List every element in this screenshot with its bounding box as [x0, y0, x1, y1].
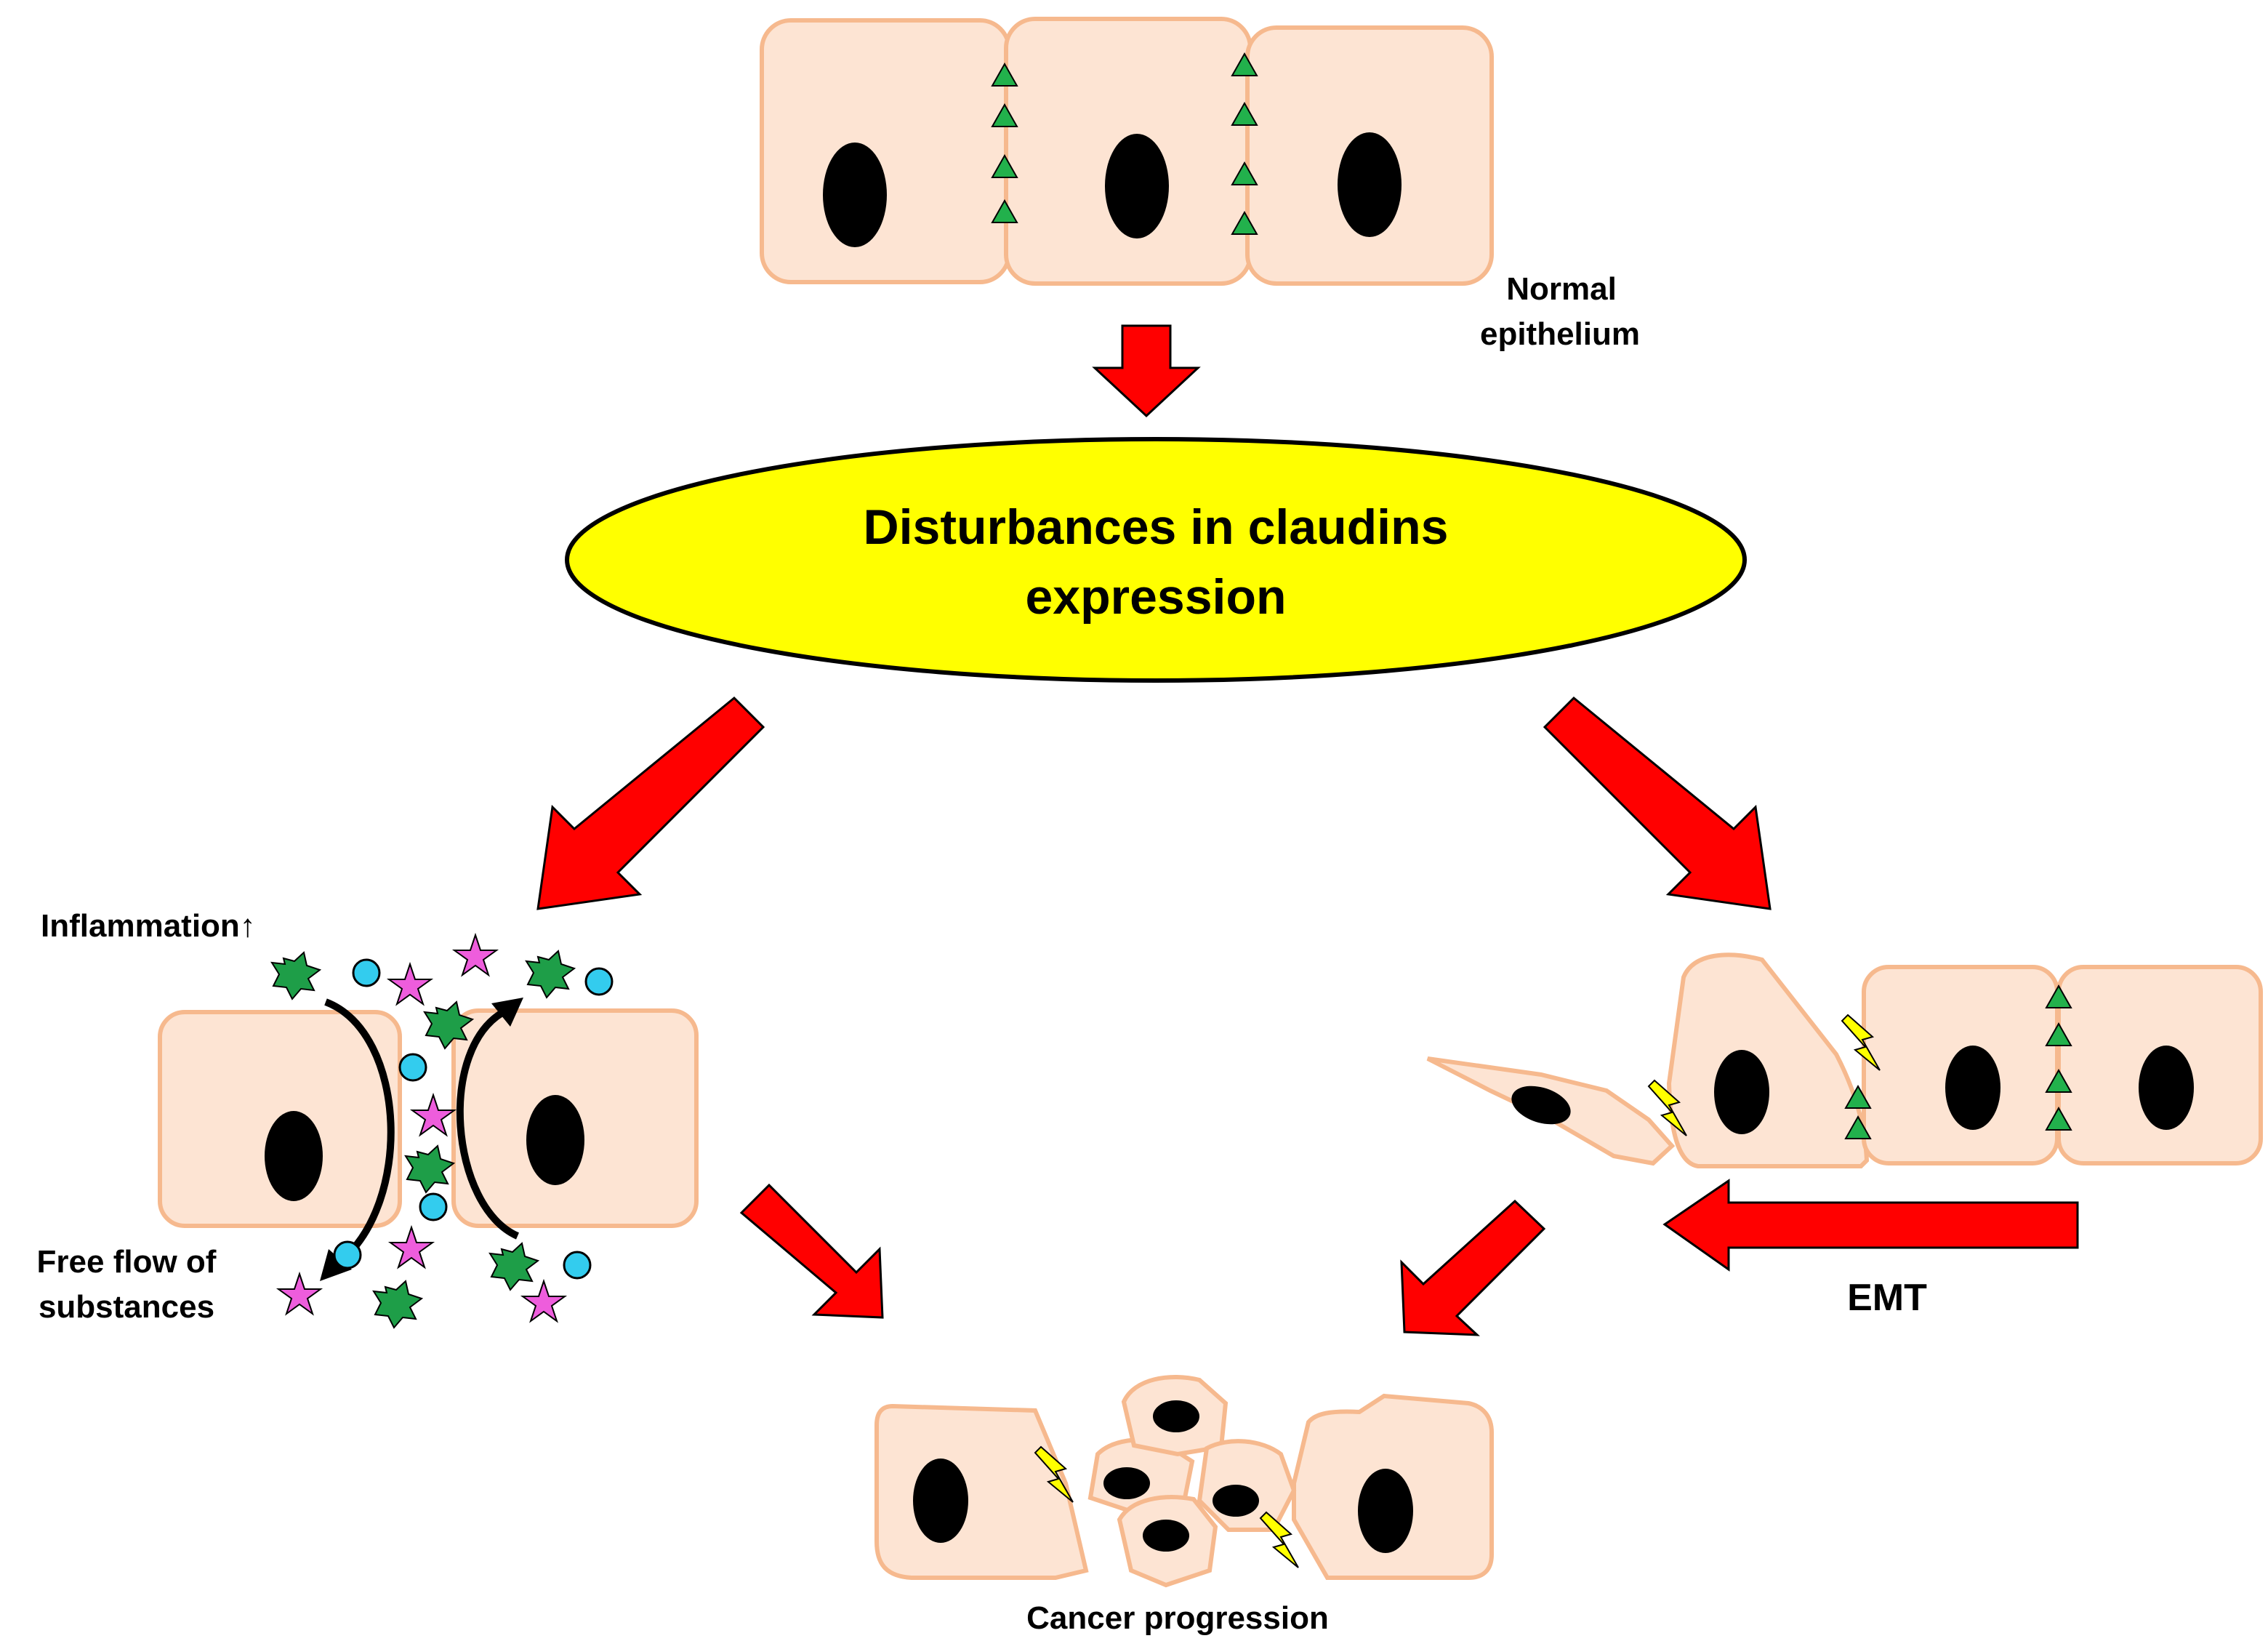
nucleus [823, 143, 887, 247]
arrow-left-branch [536, 696, 765, 910]
arrow-right-branch [1543, 696, 1772, 910]
flow-curve-left [324, 998, 395, 1269]
arrow-emt [1662, 1179, 2079, 1272]
nucleus [1358, 1469, 1413, 1553]
inflammation-label: Inflammation↑ [41, 908, 256, 944]
dot-icon [333, 958, 614, 1280]
nucleus [1105, 134, 1169, 238]
emt-label: EMT [1847, 1277, 1927, 1319]
normal-epithelium [760, 17, 1494, 286]
nucleus [1143, 1520, 1189, 1552]
nucleus [1153, 1400, 1199, 1432]
nucleus [913, 1459, 968, 1543]
cell [760, 18, 1011, 284]
star-icon [276, 932, 568, 1323]
normal-label-line2: epithelium [1480, 316, 1640, 352]
nucleus [265, 1111, 323, 1201]
cancer-cells [874, 1374, 1494, 1588]
disturbance-title-line2: expression [1025, 569, 1286, 625]
nucleus [1213, 1485, 1259, 1517]
arrow-to-cancer-left [739, 1183, 884, 1319]
flow-arrowhead [320, 1249, 352, 1281]
free-flow-label-line2: substances [39, 1289, 214, 1325]
arrow-to-cancer-right [1400, 1199, 1546, 1336]
substances [270, 932, 614, 1329]
nucleus [1511, 1086, 1571, 1125]
burst-icon [270, 950, 576, 1329]
flow-arrowhead [491, 998, 523, 1027]
leaky-junction-cells [158, 998, 699, 1281]
nucleus [1338, 132, 1402, 237]
cell [874, 1403, 1089, 1580]
cancer-label: Cancer progression [1026, 1600, 1329, 1636]
disturbance-title-line1: Disturbances in claudins [864, 499, 1449, 555]
normal-label-line1: Normal [1506, 271, 1617, 307]
nucleus [2139, 1046, 2194, 1130]
nucleus [1714, 1050, 1769, 1134]
free-flow-label-line1: Free flow of [37, 1244, 217, 1280]
flow-curve-right [457, 1007, 520, 1240]
transitioning-cell [1666, 952, 1870, 1168]
arrow-down [1092, 324, 1201, 418]
tumor-cell [1197, 1439, 1297, 1532]
emt-epithelium [1426, 952, 2263, 1168]
nucleus [526, 1095, 584, 1185]
nucleus [1945, 1046, 2000, 1130]
disturbance-ellipse [565, 437, 1747, 683]
nucleus [1103, 1467, 1150, 1499]
